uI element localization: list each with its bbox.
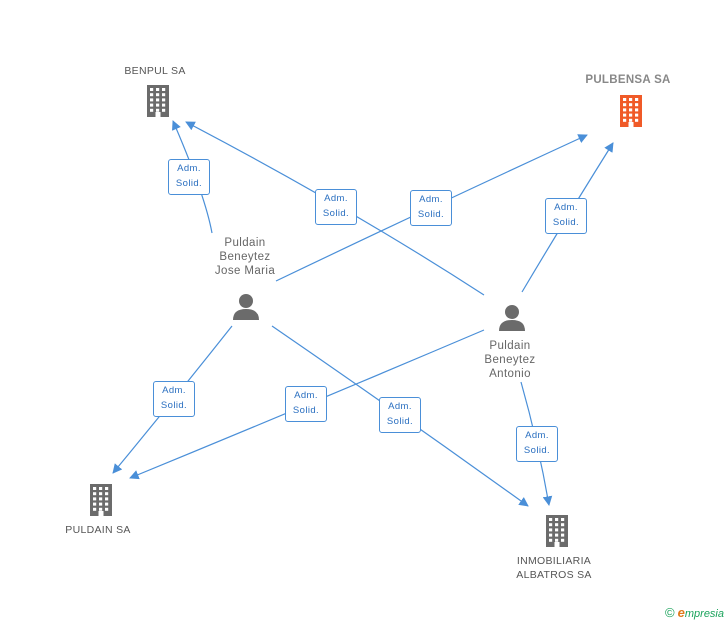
edge-label-jose_maria-inmobiliaria[interactable]: Adm. Solid. [379, 397, 421, 433]
building-icon[interactable] [147, 85, 169, 117]
copyright-symbol: © [665, 605, 675, 620]
brand-name: mpresia [684, 608, 724, 620]
edge-label-line: Adm. [525, 430, 549, 441]
edge-label-line: Adm. [177, 163, 201, 174]
edge-label-line: Solid. [386, 416, 414, 427]
edge-label-line: Adm. [324, 193, 348, 204]
edge-label-line: Solid. [417, 209, 445, 220]
edge-label-line: Solid. [322, 208, 350, 219]
edge-label-line: Adm. [294, 390, 318, 401]
company-label-inmobiliaria-line: ALBATROS SA [516, 569, 592, 581]
building-icon[interactable] [620, 95, 642, 127]
edge-label-line: Adm. [162, 385, 186, 396]
company-label-puldain-line: PULDAIN SA [65, 524, 131, 536]
person-label-antonio-line: Antonio [489, 368, 531, 380]
person-label-jose_maria-line: Puldain [224, 237, 266, 249]
company-label-benpul[interactable]: BENPUL SA [95, 64, 215, 78]
company-label-benpul-line: BENPUL SA [124, 65, 186, 77]
edge-label-jose_maria-benpul[interactable]: Adm. Solid. [168, 159, 210, 195]
edge-label-line: Solid. [292, 405, 320, 416]
icons-layer [90, 85, 642, 547]
building-icon[interactable] [546, 515, 568, 547]
person-label-jose_maria-line: Beneytez [219, 251, 271, 263]
edge-label-line: Solid. [160, 400, 188, 411]
edge-label-line: Adm. [554, 202, 578, 213]
edge-label-antonio-inmobiliaria[interactable]: Adm. Solid. [516, 426, 558, 462]
company-label-pulbensa-line: PULBENSA SA [585, 74, 671, 86]
company-label-inmobiliaria[interactable]: INMOBILIARIA ALBATROS SA [494, 554, 614, 582]
brand-initial: e [677, 605, 685, 620]
edge-label-line: Adm. [388, 401, 412, 412]
edge-label-line: Solid. [523, 445, 551, 456]
person-label-antonio-line: Beneytez [484, 354, 536, 366]
edge-label-antonio-puldain[interactable]: Adm. Solid. [285, 386, 327, 422]
person-label-jose_maria-line: Jose Maria [214, 265, 276, 277]
company-label-puldain[interactable]: PULDAIN SA [38, 523, 158, 537]
footer-brand[interactable]: ©empresia [665, 605, 724, 620]
person-icon[interactable] [499, 305, 525, 331]
company-label-pulbensa[interactable]: PULBENSA SA [568, 73, 688, 87]
edge-label-antonio-benpul[interactable]: Adm. Solid. [315, 189, 357, 225]
edge-label-antonio-pulbensa[interactable]: Adm. Solid. [545, 198, 587, 234]
edge-label-line: Solid. [175, 178, 203, 189]
company-label-inmobiliaria-line: INMOBILIARIA [516, 555, 592, 567]
edge-label-jose_maria-pulbensa[interactable]: Adm. Solid. [410, 190, 452, 226]
edge-label-line: Solid. [552, 217, 580, 228]
person-icon[interactable] [233, 294, 259, 320]
edge-label-line: Adm. [419, 194, 443, 205]
edge-label-jose_maria-puldain[interactable]: Adm. Solid. [153, 381, 195, 417]
building-icon[interactable] [90, 484, 112, 516]
person-label-antonio-line: Puldain [489, 340, 531, 352]
